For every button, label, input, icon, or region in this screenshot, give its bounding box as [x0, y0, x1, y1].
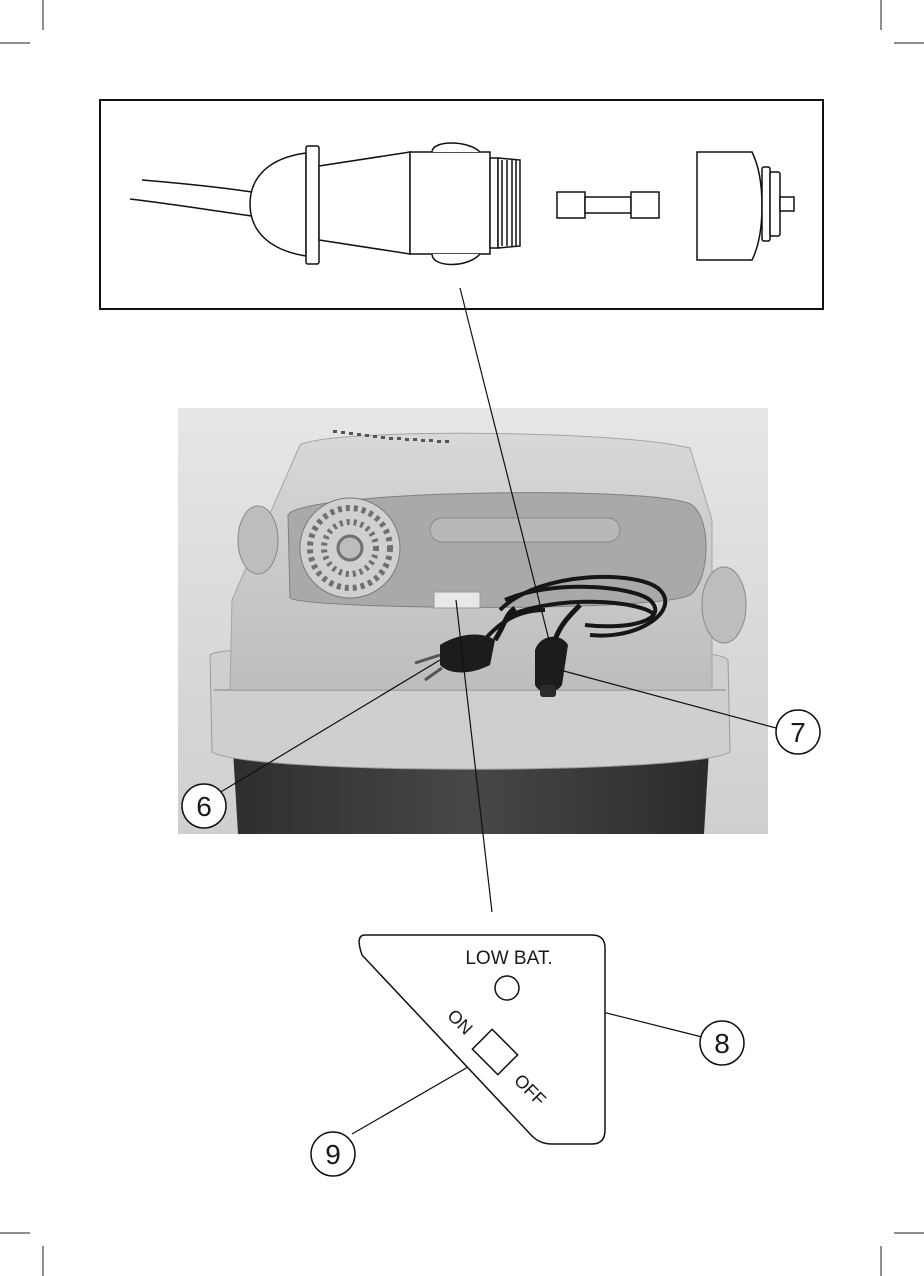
callout-6-label: 6 [196, 791, 212, 822]
cooler-photo [178, 408, 768, 834]
low-battery-indicator [495, 976, 519, 1000]
low-battery-label: LOW BAT. [465, 948, 552, 969]
fan-grille [300, 498, 400, 598]
callout-7-label: 7 [790, 717, 806, 748]
callout-8-label: 8 [714, 1028, 730, 1059]
plug-detail-box [100, 100, 823, 309]
callout-9-label: 9 [325, 1139, 341, 1170]
